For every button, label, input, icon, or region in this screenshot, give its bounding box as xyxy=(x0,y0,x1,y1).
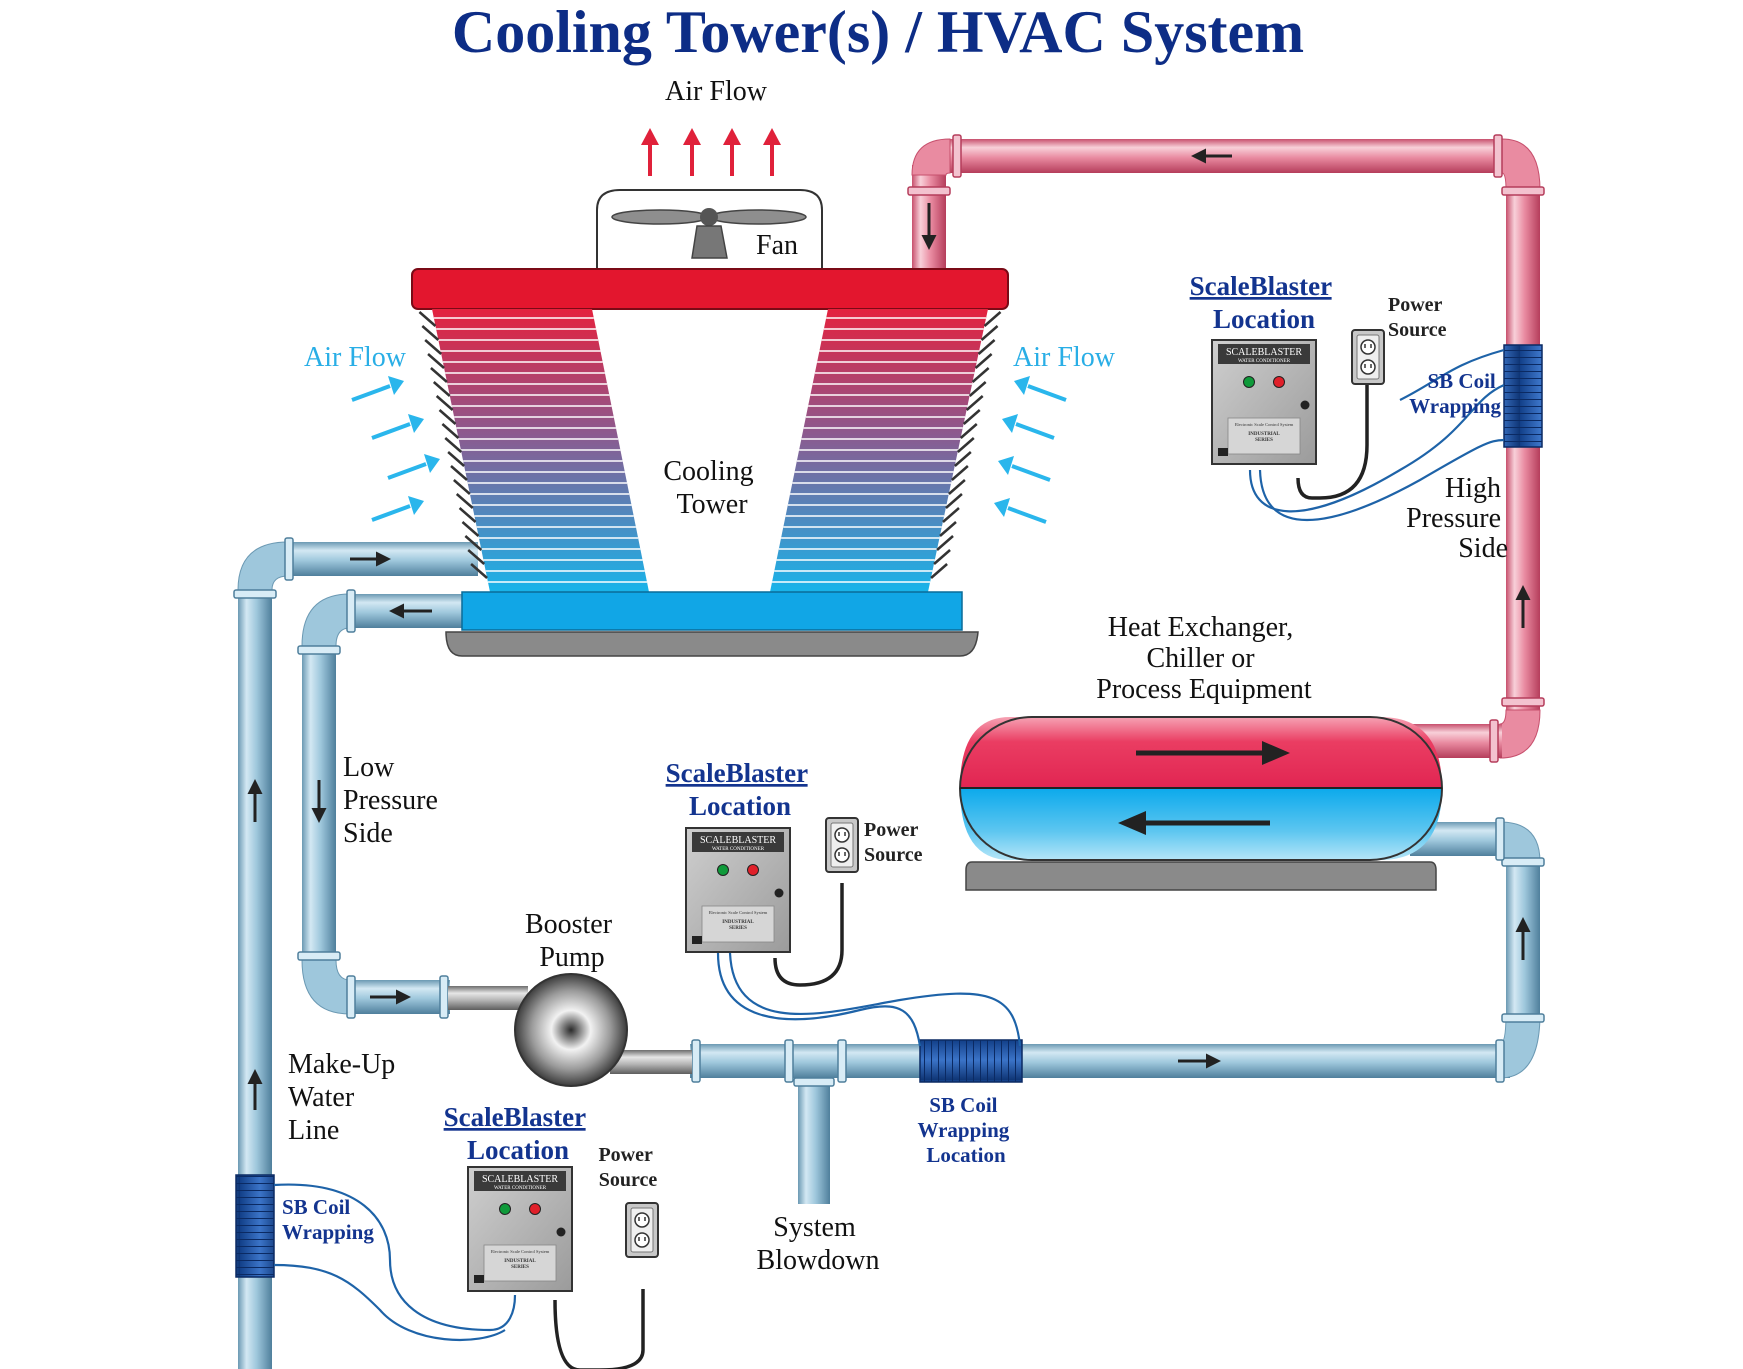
device-subtitle-text: WATER CONDITIONER xyxy=(1238,359,1291,364)
device-line2-text: INDUSTRIAL xyxy=(1248,432,1280,437)
sb-coil-center xyxy=(919,1039,1023,1083)
sb-coil-wrapping-location-label: SB Coil Wrapping Location xyxy=(917,1093,1014,1167)
fan-label: Fan xyxy=(756,230,798,261)
red-led-icon xyxy=(747,864,759,876)
heat-exchanger xyxy=(959,716,1443,891)
power-outlet-icon xyxy=(1351,329,1385,385)
coil-wires xyxy=(273,348,1505,1342)
air-flow-arrows-right xyxy=(994,376,1067,524)
scaleblaster-location-label: ScaleBlaster Location xyxy=(444,1102,593,1165)
system-blowdown-label: System Blowdown xyxy=(757,1212,880,1276)
air-flow-left-label: Air Flow xyxy=(304,342,407,373)
sb-coil-wrapping-label: SB Coil Wrapping xyxy=(1409,369,1501,418)
sb-coil-make-up xyxy=(235,1174,275,1278)
device-line1-text: Electronic Scale Control System xyxy=(1235,422,1294,427)
air-flow-right-label: Air Flow xyxy=(1013,342,1116,373)
page-title: Cooling Tower(s) / HVAC System xyxy=(452,0,1304,65)
flow-arrows xyxy=(247,148,1531,1110)
device-brand-text: SCALEBLASTER xyxy=(700,835,776,846)
make-up-water-line-label: Make-Up Water Line xyxy=(288,1049,402,1146)
power-source-label: Power Source xyxy=(598,1144,657,1191)
booster-pump-label: Booster Pump xyxy=(525,909,619,973)
green-led-icon xyxy=(717,864,729,876)
device-brand-text: SCALEBLASTER xyxy=(1226,347,1302,358)
fan-icon xyxy=(611,208,807,259)
sb-coil-wrapping-label: SB Coil Wrapping xyxy=(282,1195,374,1244)
device-brand-text: SCALEBLASTER xyxy=(482,1174,558,1185)
cold-water-piping xyxy=(233,537,1545,1369)
scaleblaster-location-label: ScaleBlaster Location xyxy=(1190,271,1339,334)
device-line1-text: Electronic Scale Control System xyxy=(491,1249,550,1254)
power-cords xyxy=(553,375,1369,1369)
red-led-icon xyxy=(1273,376,1285,388)
cooling-tower xyxy=(411,189,1009,657)
power-outlet-icon xyxy=(825,817,859,873)
green-led-icon xyxy=(1243,376,1255,388)
power-source-label: Power Source xyxy=(1388,294,1447,341)
device-line2-text: INDUSTRIAL xyxy=(504,1259,536,1264)
low-pressure-side-label: Low Pressure Side xyxy=(343,752,445,849)
power-outlet-icon xyxy=(625,1202,659,1258)
device-line2-text: INDUSTRIAL xyxy=(722,920,754,925)
air-flow-arrows-up xyxy=(641,128,781,176)
power-source-label: Power Source xyxy=(864,819,923,866)
booster-pump xyxy=(448,973,692,1087)
device-line3-text: SERIES xyxy=(511,1265,529,1270)
device-subtitle-text: WATER CONDITIONER xyxy=(494,1186,547,1191)
device-subtitle-text: WATER CONDITIONER xyxy=(712,847,765,852)
heat-exchanger-label: Heat Exchanger, Chiller or Process Equip… xyxy=(1096,612,1312,705)
device-line3-text: SERIES xyxy=(1255,438,1273,443)
cooling-tower-label: Cooling Tower xyxy=(663,456,760,520)
device-line1-text: Electronic Scale Control System xyxy=(709,910,768,915)
air-flow-top-label: Air Flow xyxy=(665,76,768,107)
high-pressure-side-label: High Pressure Side xyxy=(1406,473,1508,564)
air-flow-arrows-left xyxy=(351,376,440,522)
green-led-icon xyxy=(499,1203,511,1215)
scaleblaster-location-label: ScaleBlaster Location xyxy=(666,758,815,821)
device-line3-text: SERIES xyxy=(729,926,747,931)
red-led-icon xyxy=(529,1203,541,1215)
sb-coil-high-pressure xyxy=(1503,344,1543,448)
